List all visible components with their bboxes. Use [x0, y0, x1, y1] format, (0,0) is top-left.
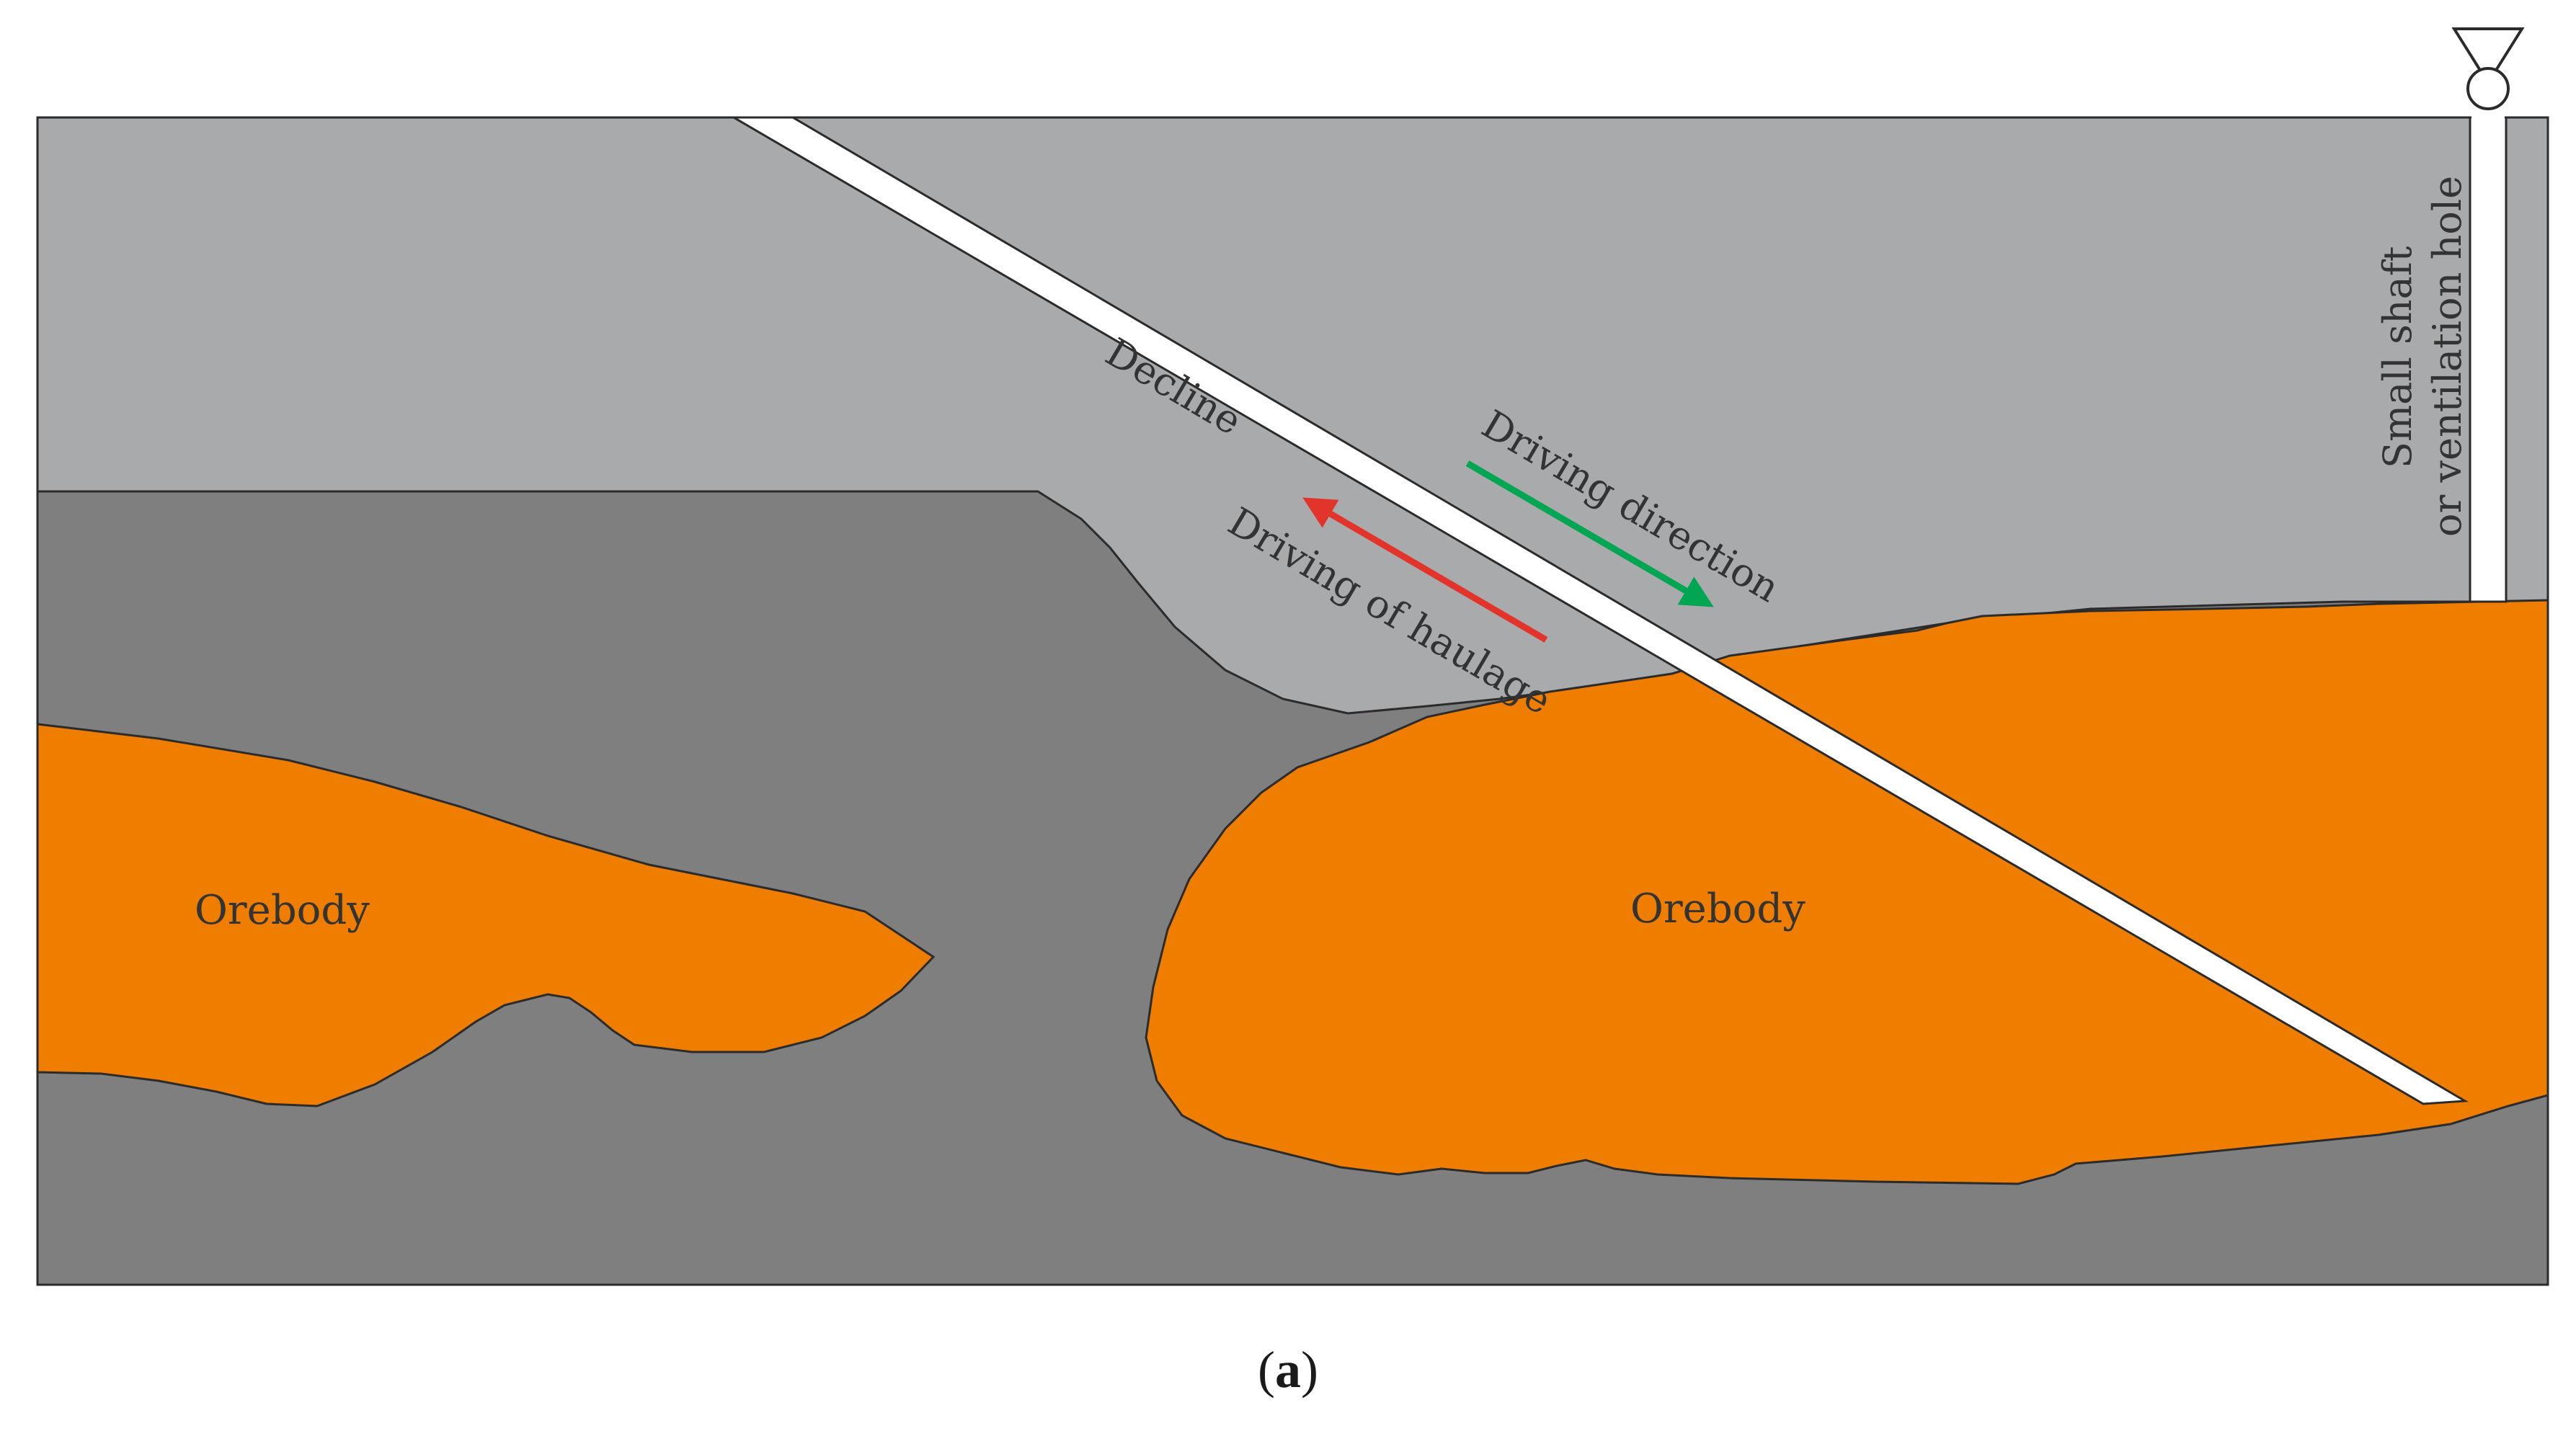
orebody-right: [1145, 599, 2549, 1185]
driving-of-haulage-arrow: [1302, 497, 1548, 643]
orebody-left-label: Orebody: [195, 887, 370, 934]
headframe-icon: [2451, 27, 2525, 110]
shaft-cover: [2471, 108, 2505, 122]
orebody-right-label: Orebody: [1630, 886, 1806, 932]
caption-open: (: [1258, 1341, 1275, 1399]
figure-caption: (a): [1258, 1341, 1318, 1399]
shaft-label-line2: or ventilation hole: [2425, 176, 2470, 537]
driving-direction-arrow: [1465, 460, 1714, 607]
shaft-label-line1: Small shaft: [2375, 246, 2420, 468]
caption-close: ): [1301, 1341, 1318, 1399]
caption-letter: a: [1275, 1341, 1301, 1399]
decline-tunnel: [729, 116, 2469, 1105]
orebody-left: [36, 723, 936, 1107]
ventilation-shaft: [2469, 116, 2508, 603]
